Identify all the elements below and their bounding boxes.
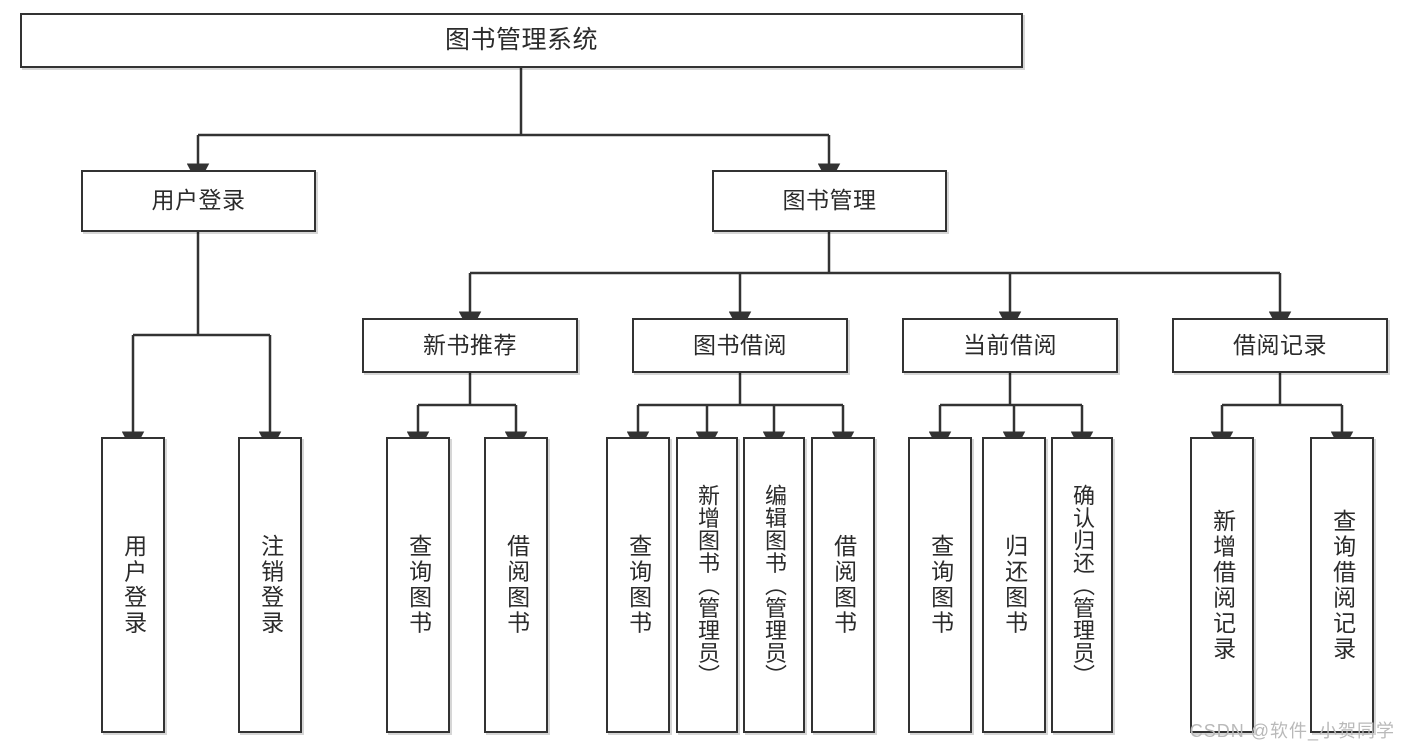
node-box-leaf-query-book-current[interactable]: 查询图书 [908, 437, 972, 733]
node-label: 借阅记录 [1233, 331, 1327, 358]
node-box-leaf-query-borrow-record[interactable]: 查询借阅记录 [1310, 437, 1374, 733]
node-box-current-borrow[interactable]: 当前借阅 [902, 318, 1118, 373]
node-label: 当前借阅 [963, 331, 1057, 358]
node-box-leaf-edit-book-admin[interactable]: 编辑图书（管理员） [743, 437, 805, 733]
node-label: 图书管理 [782, 187, 877, 214]
node-label: 借阅图书 [830, 534, 857, 636]
node-box-leaf-borrow-book[interactable]: 借阅图书 [811, 437, 875, 733]
node-box-leaf-query-book-rec[interactable]: 查询图书 [386, 437, 450, 733]
node-label: 查询图书 [625, 534, 652, 636]
node-label: 新增借阅记录 [1209, 508, 1236, 662]
node-box-book-borrow[interactable]: 图书借阅 [632, 318, 848, 373]
node-box-leaf-add-borrow-record[interactable]: 新增借阅记录 [1190, 437, 1254, 733]
node-box-leaf-add-book-admin[interactable]: 新增图书（管理员） [676, 437, 738, 733]
node-label: 查询图书 [927, 534, 954, 636]
node-label: 用户登录 [151, 187, 246, 214]
node-label: 用户登录 [120, 534, 147, 636]
node-box-book-manage[interactable]: 图书管理 [712, 170, 947, 232]
node-label: 图书借阅 [693, 331, 787, 358]
node-label: 查询借阅记录 [1329, 508, 1356, 662]
node-label: 新增图书（管理员） [694, 483, 720, 687]
node-box-leaf-user-login[interactable]: 用户登录 [101, 437, 165, 733]
node-box-user-login[interactable]: 用户登录 [81, 170, 316, 232]
node-box-root[interactable]: 图书管理系统 [20, 13, 1023, 68]
node-label: 确认归还（管理员） [1069, 483, 1095, 687]
node-label: 新书推荐 [423, 331, 517, 358]
connector-group [121, 68, 1354, 453]
node-box-leaf-borrow-book-rec[interactable]: 借阅图书 [484, 437, 548, 733]
node-box-leaf-query-book-borrow[interactable]: 查询图书 [606, 437, 670, 733]
node-label: 归还图书 [1001, 534, 1028, 636]
node-box-leaf-logout-login[interactable]: 注销登录 [238, 437, 302, 733]
node-label: 查询图书 [405, 534, 432, 636]
watermark-text: CSDN @软件_小贺同学 [1189, 721, 1395, 741]
node-box-leaf-confirm-return-admin[interactable]: 确认归还（管理员） [1051, 437, 1113, 733]
node-box-borrow-record[interactable]: 借阅记录 [1172, 318, 1388, 373]
node-box-leaf-return-book[interactable]: 归还图书 [982, 437, 1046, 733]
node-label: 图书管理系统 [444, 25, 598, 54]
node-label: 借阅图书 [503, 534, 530, 636]
node-box-new-book-recommend[interactable]: 新书推荐 [362, 318, 578, 373]
node-label: 注销登录 [257, 534, 284, 636]
node-label: 编辑图书（管理员） [761, 483, 787, 687]
